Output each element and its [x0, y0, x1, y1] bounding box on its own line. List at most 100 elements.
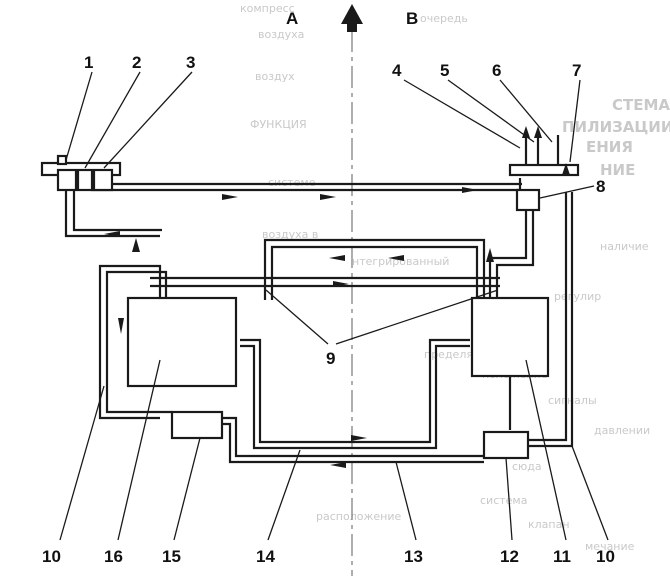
bg-text-line: система — [480, 494, 527, 507]
flow-arrow-right-icon — [462, 187, 478, 193]
flow-arrow-left-icon — [388, 255, 404, 261]
bg-text-line: ПИЛИЗАЦИИ — [562, 118, 670, 136]
right-valve-mount-plate — [508, 163, 580, 177]
pipe-13-inner — [223, 422, 484, 464]
leader-line — [117, 359, 161, 541]
pipe-mid-upper-loop — [263, 238, 486, 300]
leader-line — [505, 457, 513, 541]
callout-11: 11 — [553, 547, 571, 566]
callout-12: 12 — [500, 547, 519, 566]
bg-text-line: компресс — [240, 2, 295, 15]
callout-15: 15 — [162, 547, 181, 566]
callout-5: 5 — [440, 61, 449, 80]
callout-14: 14 — [256, 547, 275, 566]
pipe-8-to-right-unit-inner — [495, 210, 535, 300]
leader-line — [447, 79, 535, 143]
leader-line — [569, 79, 581, 163]
leader-line — [571, 445, 609, 541]
callout-2: 2 — [132, 53, 141, 72]
flow-arrow-right-icon — [222, 194, 238, 200]
leader-line — [539, 185, 595, 199]
leader-line — [59, 385, 105, 541]
pipe-left-return-inner — [72, 175, 162, 232]
left-valve-block — [40, 154, 122, 192]
flow-arrow-left-icon — [330, 462, 346, 468]
bg-text-line: мечание — [585, 540, 635, 553]
callout-6: 6 — [492, 61, 501, 80]
callout-10-left: 10 — [42, 547, 61, 566]
bg-text-line: ЕНИЯ — [586, 138, 633, 156]
pipe-left-outer-loop-inner — [105, 270, 172, 414]
bg-text-line: НИЕ — [600, 161, 635, 179]
flow-arrow-down-icon — [118, 318, 124, 334]
flow-arrow-right-icon — [333, 281, 349, 287]
bg-text-line: сюда — [512, 460, 542, 473]
bg-text-line: СТЕМА — [612, 96, 670, 114]
section-label-a: A — [286, 9, 298, 28]
callout-9-leaders — [265, 289, 499, 345]
pipe-left-outer-loop — [98, 264, 162, 420]
component-8 — [515, 188, 541, 212]
background-bleed-text: компресс воздуха воздух ФУНКЦИЯ системе … — [240, 2, 670, 553]
pipe-left-return — [64, 175, 160, 238]
bg-text-line: воздуха в — [262, 228, 318, 241]
leader-line — [84, 71, 141, 169]
bg-text-line: давлении — [594, 424, 650, 437]
left-main-unit — [126, 296, 238, 388]
valve-2 — [76, 168, 94, 192]
flow-arrow-right-icon — [351, 435, 367, 441]
leader-line — [403, 79, 521, 149]
pipe-bottom-14 — [240, 338, 470, 444]
pipe-13 — [223, 416, 484, 458]
valve-1 — [56, 168, 78, 192]
flow-arrow-up-icon — [486, 248, 494, 262]
callout-16: 16 — [104, 547, 123, 566]
bg-text-line: воздуха — [258, 28, 304, 41]
flow-arrow-right-icon — [320, 194, 336, 200]
valve-1-cap — [56, 154, 68, 166]
callout-9: 9 — [326, 349, 335, 368]
callout-4: 4 — [392, 61, 402, 80]
leader-line — [525, 359, 567, 541]
bg-text-line: очередь — [420, 12, 468, 25]
bg-text-line: воздух — [255, 70, 295, 83]
leader-line — [103, 71, 193, 169]
right-main-unit — [470, 296, 550, 378]
pipe-right-vertical — [500, 192, 568, 442]
component-15 — [170, 410, 224, 440]
bg-text-line: клапан — [528, 518, 570, 531]
callout-7: 7 — [572, 61, 581, 80]
leader-line — [267, 449, 301, 541]
leader-line — [65, 71, 93, 161]
leader-line — [395, 461, 417, 541]
bg-text-line: нтегрированный — [352, 255, 449, 268]
leader-line — [335, 289, 499, 345]
valve-5-up-arrow-icon — [534, 126, 542, 138]
flow-arrow-left-icon — [104, 231, 120, 237]
callout-13: 13 — [404, 547, 423, 566]
forward-direction-arrow-icon — [341, 4, 363, 32]
bg-text-line: ФУНКЦИЯ — [250, 118, 307, 131]
pipe-mid-upper-loop-inner — [270, 245, 479, 300]
bg-text-line: наличие — [600, 240, 649, 253]
flow-arrow-left-icon — [329, 255, 345, 261]
callout-3: 3 — [186, 53, 195, 72]
component-12 — [482, 430, 530, 460]
leader-line — [499, 79, 553, 143]
bg-text-line: расположение — [316, 510, 401, 523]
section-label-b: B — [406, 9, 418, 28]
flow-arrows — [104, 187, 494, 468]
bg-text-line: регулир — [554, 290, 601, 303]
callout-leaders — [59, 71, 609, 541]
valve-7-up-arrow-icon — [562, 163, 570, 175]
callout-1: 1 — [84, 53, 93, 72]
flow-arrow-up-icon — [132, 238, 140, 252]
bg-text-line: системе — [268, 176, 316, 189]
callout-numbers: 1 2 3 4 5 6 7 8 9 10 16 15 14 13 12 11 1… — [42, 53, 615, 566]
pipe-bottom-14-inner — [240, 344, 470, 450]
leader-line — [173, 437, 201, 541]
leader-line — [265, 289, 329, 345]
callout-8: 8 — [596, 177, 605, 196]
valve-3 — [92, 168, 114, 192]
